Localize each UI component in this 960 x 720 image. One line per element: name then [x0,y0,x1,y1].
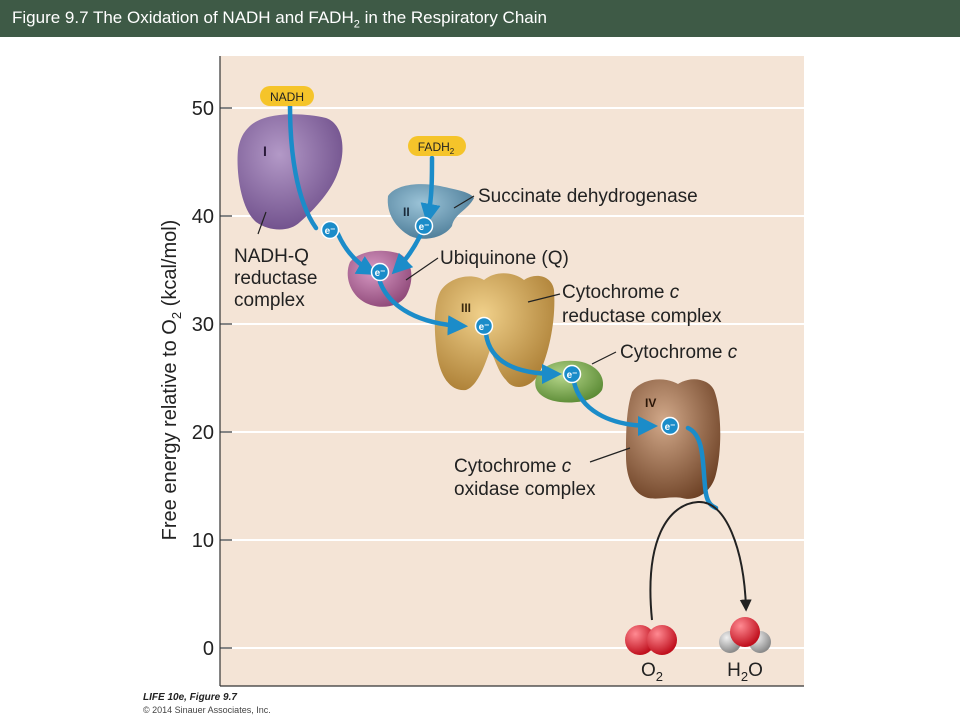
y-tick-label: 30 [192,314,214,336]
h2o-molecule [719,617,771,653]
electron-badge-i [320,220,340,240]
electron-path-fadh2-to-ii [420,155,441,224]
leader-line-cytc [591,351,617,365]
fadh2-label: FADH2 [418,140,455,156]
succinate-label: Succinate dehydrogenase [478,186,698,207]
complex-iii-numeral: III [461,301,471,315]
electron-label: e⁻ [325,226,336,237]
nadhq-label-line2: reductase [234,268,317,289]
cytochrome-c-oxidase-label-line1: Cytochrome c [454,456,572,477]
y-tick-marks [220,107,232,649]
y-tick-label: 0 [203,638,214,660]
cytochrome-c-reductase-label-line1: Cytochrome c [562,282,680,303]
electron-label: e⁻ [419,222,430,233]
credit-book: LIFE 10e, Figure 9.7 [143,692,237,703]
electron-badge-q [370,262,390,282]
y-tick-label: 40 [192,206,214,228]
nadhq-label-line1: NADH-Q [234,246,309,267]
electron-path-i-to-q [335,231,378,276]
oxygen-reduction-arrow [649,500,752,621]
leader-line-ubiquinone [405,257,439,281]
electron-path-c-to-iv [571,379,659,437]
leader-line-succinate [453,195,475,209]
title-bar: Figure 9.7 The Oxidation of NADH and FAD… [0,0,960,37]
electron-label: e⁻ [375,268,386,279]
ubiquinone-label: Ubiquinone (Q) [440,248,569,269]
nadhq-label-line3: complex [234,290,305,311]
nadh-label: NADH [270,90,304,104]
y-tick-label: 20 [192,422,214,444]
complex-i-shape [237,114,343,230]
electron-label: e⁻ [567,370,578,381]
complex-iii-shape [434,273,555,391]
electron-badge-iv [660,416,680,436]
complex-iv-shape [626,379,721,499]
complex-i-numeral: I [263,143,267,159]
y-tick-label: 50 [192,98,214,120]
electron-label: e⁻ [479,322,490,333]
electron-path-iii-to-c [483,331,563,385]
leader-line-cytred [527,293,561,303]
figure-title: Figure 9.7 The Oxidation of NADH and FAD… [12,8,547,31]
leader-line-cytox [589,447,631,463]
complex-iv-numeral: IV [645,396,656,410]
leader-line-nadhq [257,211,267,235]
electron-path-nadh-to-i [287,103,319,231]
y-axis-label: Free energy relative to O2 (kcal/mol) [159,220,184,541]
y-tick-label: 10 [192,530,214,552]
o2-label: O2 [641,660,663,684]
electron-label: e⁻ [665,422,676,433]
cytochrome-c-reductase-label-line2: reductase complex [562,306,722,327]
electron-path-ii-to-q [391,233,423,275]
electron-badge-iii [474,316,494,336]
figure-credit: LIFE 10e, Figure 9.7 © 2014 Sinauer Asso… [143,692,271,716]
o2-molecule [625,625,677,655]
nadh-badge [260,86,314,106]
cytochrome-c-oxidase-label-line2: oxidase complex [454,479,596,500]
fadh2-badge [408,136,466,156]
electron-badge-c [562,364,582,384]
cytochrome-c-label: Cytochrome c [620,342,738,363]
electron-path-q-to-iii [377,279,469,336]
complex-ii-numeral: II [403,205,410,219]
electron-badge-ii [414,216,434,236]
credit-copyright: © 2014 Sinauer Associates, Inc. [143,705,271,715]
h2o-label: H2O [727,660,763,684]
